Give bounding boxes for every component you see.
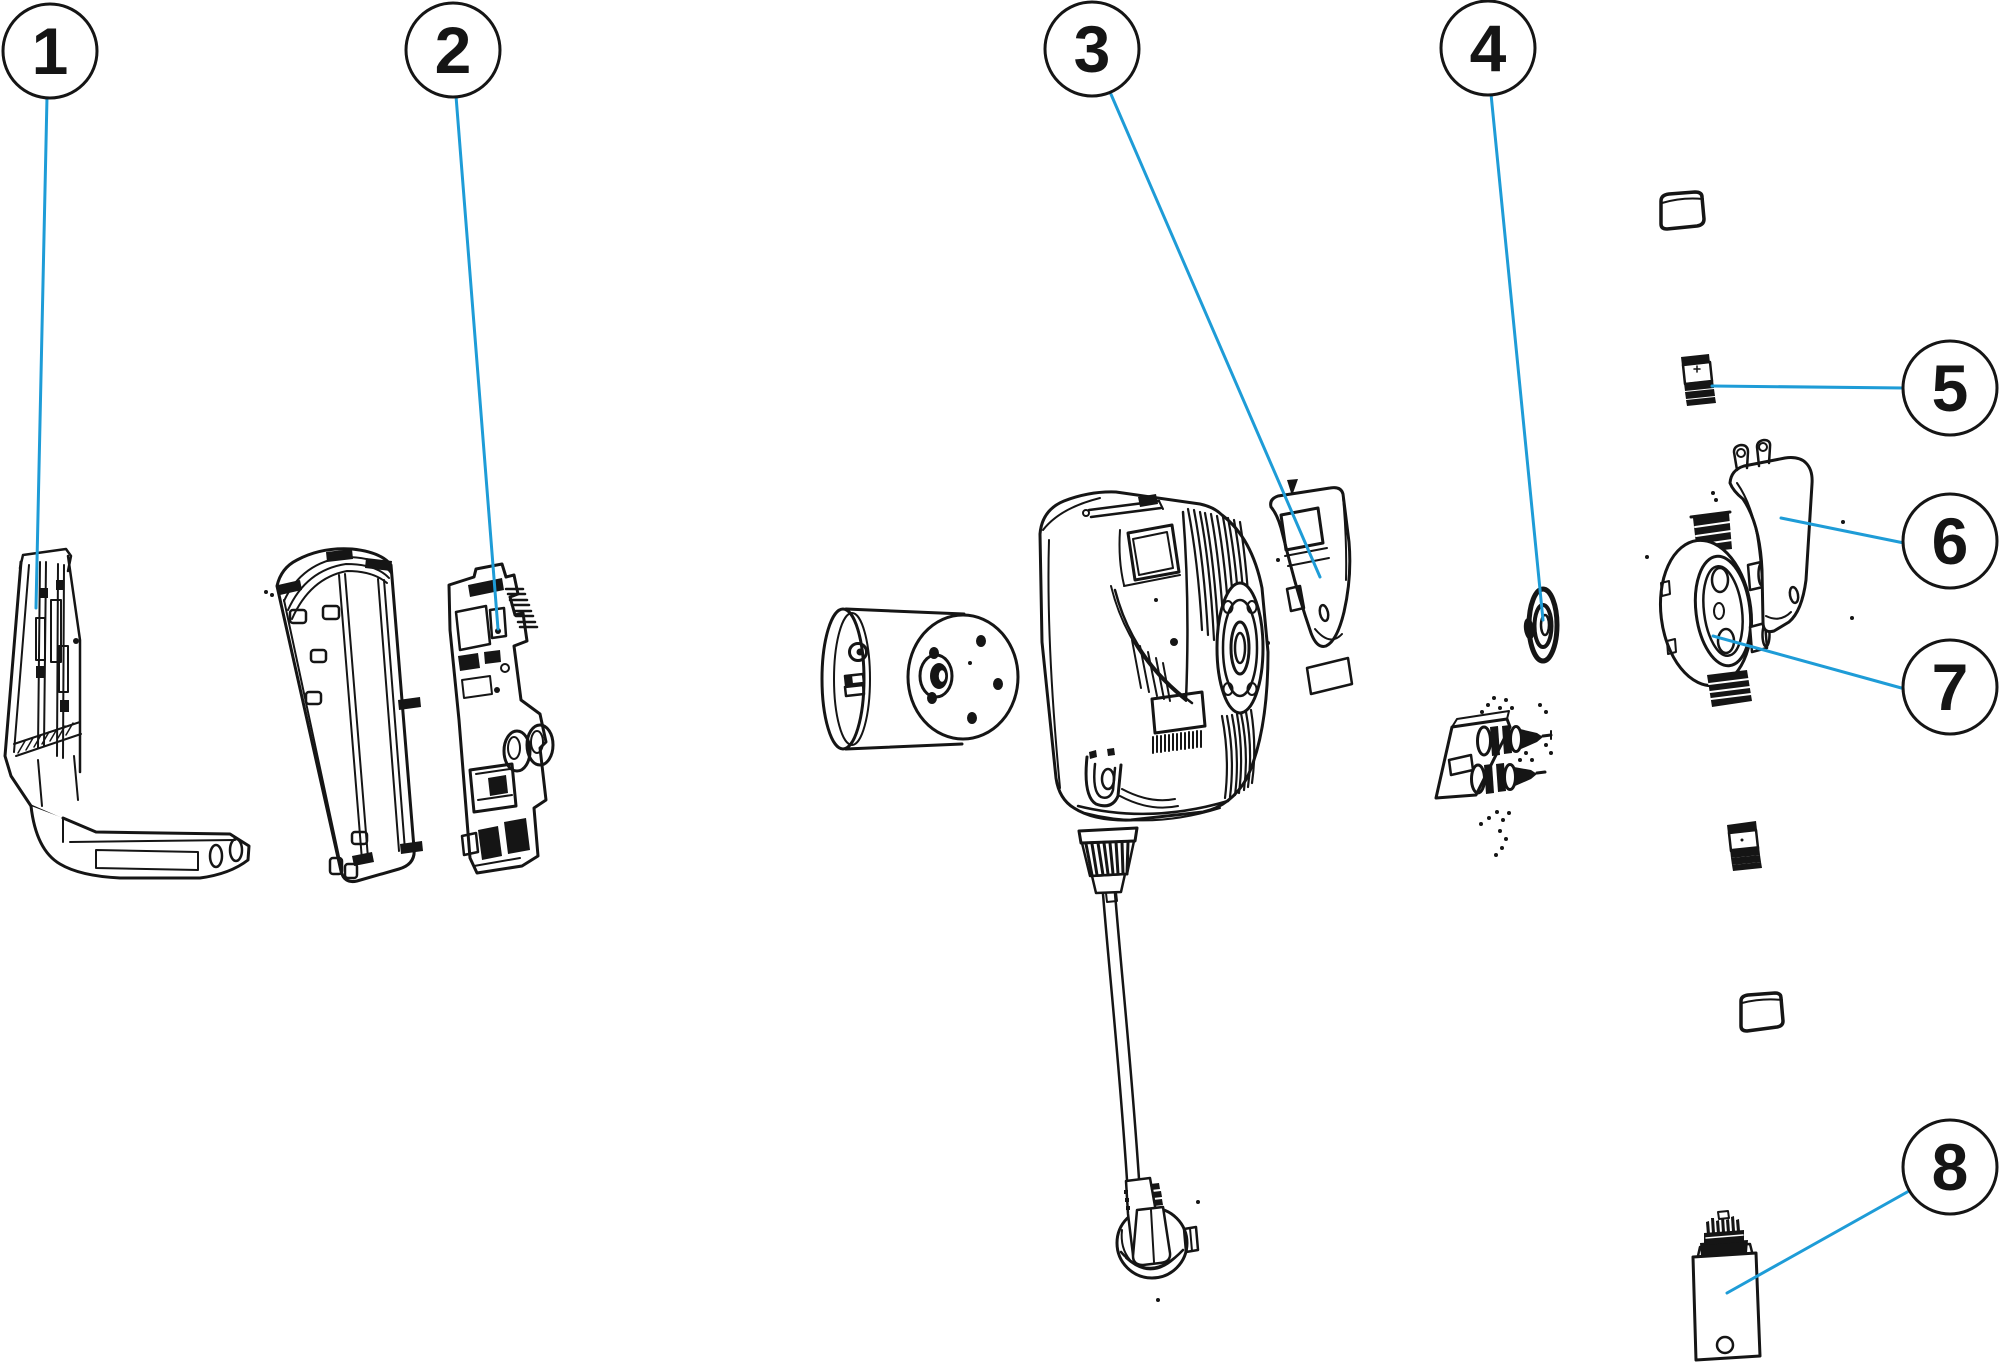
callout-8: 8	[1901, 1118, 1999, 1216]
callout-2: 2	[404, 1, 502, 99]
part-head-cover	[1728, 438, 1814, 634]
callout-number: 5	[1932, 351, 1969, 425]
display-window	[1118, 523, 1181, 587]
callout-circle	[1439, 0, 1537, 97]
dust-specks	[1645, 491, 1854, 620]
part-pump-body	[1038, 490, 1270, 1302]
bracket-foot	[29, 804, 251, 880]
callout-1: 1	[1, 2, 99, 100]
leader-lines	[34, 90, 1911, 1295]
callout-number: 1	[32, 14, 69, 88]
callout-number: 2	[435, 13, 472, 87]
callout-circle	[1043, 0, 1141, 98]
part-fitting-lower	[1727, 821, 1762, 871]
leader-line-3	[1108, 90, 1322, 579]
leader-line-5	[1710, 384, 1906, 390]
part-wall-mount-bracket	[3, 547, 251, 880]
leader-line-2	[454, 94, 500, 631]
part-display-cover	[1266, 479, 1352, 648]
callout-circle	[1901, 1118, 1999, 1216]
leader-line-8	[1725, 1189, 1911, 1295]
power-plug	[1115, 1176, 1200, 1280]
callout-circle	[404, 1, 502, 99]
part-tube-cap-lower	[1739, 991, 1785, 1033]
part-pump-head	[1658, 510, 1771, 707]
callout-number: 3	[1074, 12, 1111, 86]
leader-line-4	[1489, 92, 1545, 622]
callout-4: 4	[1439, 0, 1537, 97]
callout-number: 6	[1932, 504, 1969, 578]
carry-handle	[1084, 748, 1179, 809]
front-hatch-lines	[1131, 639, 1171, 702]
callout-5: 5	[1901, 339, 1999, 437]
part-drive-unit	[820, 607, 1020, 751]
bracket-inner-rails	[35, 561, 79, 759]
callout-circle	[1901, 638, 1999, 736]
callout-circle	[1901, 492, 1999, 590]
callout-number: 7	[1932, 650, 1969, 724]
alignment-arrow-icon	[1287, 479, 1298, 496]
part-membrane-strip	[1305, 656, 1354, 696]
part-fitting-upper	[1681, 354, 1716, 406]
rating-label	[1150, 690, 1207, 735]
pcb-connector-comb	[504, 587, 539, 629]
leader-line-7	[1711, 634, 1907, 691]
cover-clips	[278, 549, 423, 866]
callout-circle	[1, 2, 99, 100]
callout-3: 3	[1043, 0, 1141, 98]
valve-cartridge-lower	[1470, 763, 1547, 795]
part-diaphragm	[1523, 586, 1560, 664]
valve-cartridge-upper	[1476, 725, 1553, 757]
filter-crown-ribs	[1706, 1216, 1740, 1235]
callout-circle	[1901, 339, 1999, 437]
part-foot-filter	[1691, 1210, 1762, 1362]
cable-gland	[1077, 826, 1139, 903]
bracket-cross-brace	[13, 721, 82, 807]
callout-number: 4	[1470, 11, 1507, 85]
part-control-board	[447, 562, 555, 875]
power-cable	[1101, 891, 1141, 1182]
cooling-fins-lower	[1220, 708, 1256, 800]
part-valve-cartridges	[1434, 696, 1553, 857]
callout-7: 7	[1901, 638, 1999, 736]
vent-grill	[1152, 730, 1202, 754]
leader-line-1	[34, 95, 49, 610]
part-back-cover	[264, 547, 423, 883]
callout-6: 6	[1901, 492, 1999, 590]
hardware-specks	[1479, 696, 1553, 857]
cover-bosses	[288, 604, 369, 846]
callout-number: 8	[1932, 1130, 1969, 1204]
top-latch-bar	[1082, 494, 1164, 519]
head-flange-rings	[1215, 581, 1265, 715]
leader-line-6	[1779, 516, 1906, 545]
part-tube-cap-top	[1659, 190, 1706, 231]
